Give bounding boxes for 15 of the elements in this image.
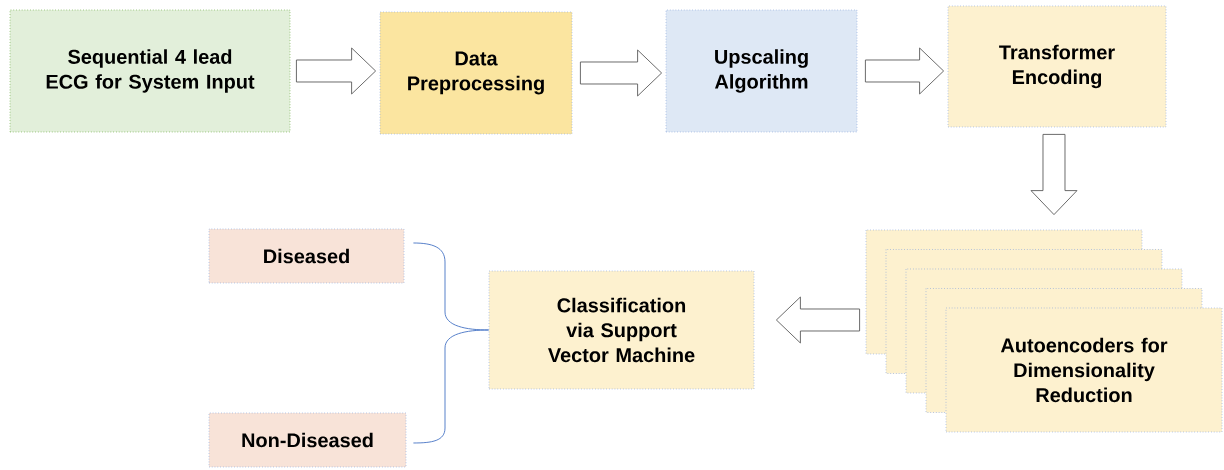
block-arrow <box>295 47 377 95</box>
card-stack: Autoencoders for Dimensionality Reduction <box>865 229 1223 433</box>
block-arrow <box>775 296 861 344</box>
node-label: Dimensionality Reduction <box>1014 362 1155 403</box>
block-arrow <box>1030 133 1078 216</box>
process-box: Sequential 4 lead ECG for System Input <box>9 9 291 133</box>
process-box: Classification via Support Vector Machine <box>488 270 755 390</box>
block-arrow <box>864 47 945 95</box>
process-box: Data Preprocessing <box>379 11 573 135</box>
process-box: Transformer Encoding <box>947 5 1167 128</box>
process-box: Non-Diseased <box>208 412 407 468</box>
bracket-line <box>412 329 490 444</box>
process-box: Diseased <box>208 228 405 284</box>
process-box: Upscaling Algorithm <box>665 9 858 133</box>
block-arrow <box>579 49 663 97</box>
